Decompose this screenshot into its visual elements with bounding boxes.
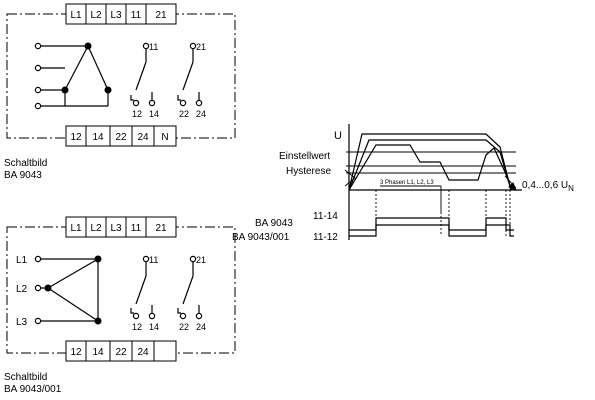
terminal-24: 24 <box>137 132 149 143</box>
contact-label-14: 14 <box>149 109 159 119</box>
phase-label-l3: L3 <box>16 317 28 328</box>
top-terminal-strip: L1 L2 L3 11 21 <box>65 216 177 238</box>
changeover-contact-21: 21 22 24 <box>177 255 206 332</box>
u-axis-label: U <box>334 130 342 142</box>
timing-diagram: U Einstellwert Hysterese 3 Phasen L1, L2… <box>232 124 574 243</box>
contact-label-21: 21 <box>196 42 206 52</box>
diagram-ba9043: L1 L2 L3 11 21 12 14 22 24 N <box>4 3 236 181</box>
caption-line1: Schaltbild <box>4 372 47 383</box>
terminal-l2: L2 <box>90 223 102 234</box>
terminal-12: 12 <box>70 347 82 358</box>
terminal-21: 21 <box>155 223 167 234</box>
phase-label-l1: L1 <box>16 255 28 266</box>
terminal-l2: L2 <box>90 10 102 21</box>
hysteresis-bracket <box>344 169 356 187</box>
caption-line1: Schaltbild <box>4 158 47 169</box>
device-outline <box>6 226 236 354</box>
contact-label-22: 22 <box>179 109 189 119</box>
phase-curve-l3 <box>348 144 513 191</box>
terminal-l3: L3 <box>110 10 122 21</box>
contact-label-11: 11 <box>149 42 158 52</box>
contact-label-12: 12 <box>132 322 142 332</box>
phase-curve-l2 <box>348 139 512 191</box>
terminal-l1: L1 <box>70 223 82 234</box>
diagram-ba9043-001: L1 L2 L3 11 21 12 14 22 24 <box>4 216 236 395</box>
changeover-contact-11: 11 12 14 <box>130 42 159 119</box>
setpoint-label: Einstellwert <box>279 151 330 162</box>
threshold-arrowhead <box>508 182 517 191</box>
delta-network: L1 L2 L3 <box>16 255 102 328</box>
device-outline <box>6 13 236 139</box>
contact-label-12: 12 <box>132 109 142 119</box>
threshold-label: 0,4...0,6 UN <box>522 180 574 193</box>
contact-label-11: 11 <box>149 255 158 265</box>
device2-label: BA 9043/001 <box>232 232 290 243</box>
terminal-11: 11 <box>131 10 142 21</box>
terminal-l1: L1 <box>70 10 82 21</box>
phases-note: 3 Phasen L1, L2, L3 <box>380 180 434 186</box>
terminal-n: N <box>161 132 168 143</box>
contact-label-24: 24 <box>196 109 206 119</box>
top-terminal-strip: L1 L2 L3 11 21 <box>65 3 177 25</box>
terminal-14: 14 <box>92 347 104 358</box>
contact-label-14: 14 <box>149 322 159 332</box>
terminal-11: 11 <box>131 223 142 234</box>
contact-label-21: 21 <box>196 255 206 265</box>
contact1-label: 11-14 <box>313 211 338 222</box>
terminal-24: 24 <box>137 347 149 358</box>
terminal-21: 21 <box>155 10 167 21</box>
terminal-22: 22 <box>115 132 127 143</box>
changeover-contact-11: 11 12 14 <box>130 255 159 332</box>
star-network <box>34 42 112 110</box>
changeover-contact-21: 21 22 24 <box>177 42 206 119</box>
hysteresis-label: Hysterese <box>286 166 331 177</box>
phase-label-l2: L2 <box>16 284 28 295</box>
terminal-l3: L3 <box>110 223 122 234</box>
contact-11-12-signal <box>349 224 514 237</box>
contact-label-24: 24 <box>196 322 206 332</box>
bottom-terminal-strip: 12 14 22 24 N <box>65 125 177 147</box>
terminal-12: 12 <box>70 132 82 143</box>
phase-curve-l1 <box>348 133 512 191</box>
terminal-14: 14 <box>92 132 104 143</box>
contact2-label: 11-12 <box>313 232 338 243</box>
device1-label: BA 9043 <box>255 218 293 229</box>
terminal-22: 22 <box>115 347 127 358</box>
contact-label-22: 22 <box>179 322 189 332</box>
caption-line2: BA 9043/001 <box>4 384 62 395</box>
bottom-terminal-strip: 12 14 22 24 <box>65 340 177 362</box>
caption-line2: BA 9043 <box>4 170 42 181</box>
contact-11-14-signal <box>349 217 514 231</box>
